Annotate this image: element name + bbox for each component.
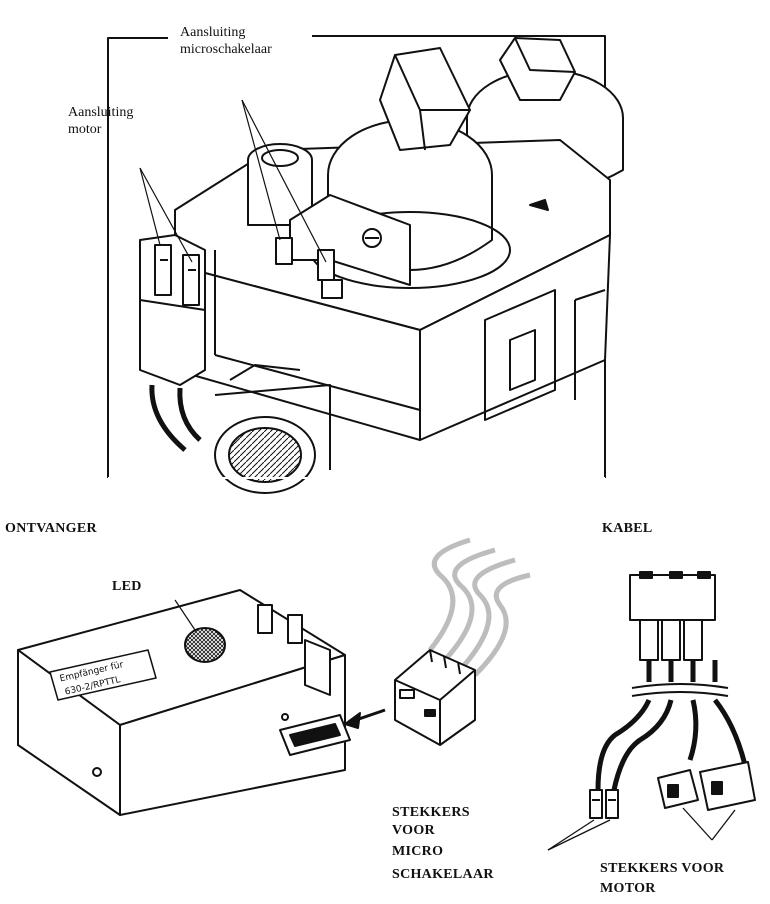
label-plugs-motor-line1: STEKKERS VOOR	[600, 861, 725, 876]
label-plugs-micro-line3: MICRO	[392, 844, 444, 859]
label-connection-motor-line1: Aansluiting	[68, 105, 134, 120]
label-plugs-micro-line2: VOOR	[392, 823, 435, 838]
label-plugs-micro-line1: STEKKERS	[392, 805, 470, 820]
gas-valve-drawing	[107, 35, 624, 494]
receiver-drawing	[17, 589, 386, 816]
label-connection-micro-line1: Aansluiting	[180, 25, 246, 40]
label-plugs-motor-line2: MOTOR	[600, 881, 656, 896]
label-plugs-micro-line4: SCHAKELAAR	[392, 867, 494, 882]
receiver-plug-drawing	[394, 537, 531, 746]
label-connection-micro-line2: microschakelaar	[180, 42, 272, 57]
label-led: LED	[112, 579, 142, 594]
label-receiver: ONTVANGER	[5, 521, 97, 536]
label-cable: KABEL	[602, 521, 653, 536]
label-connection-motor-line2: motor	[68, 122, 102, 137]
cable-drawing	[547, 571, 756, 851]
